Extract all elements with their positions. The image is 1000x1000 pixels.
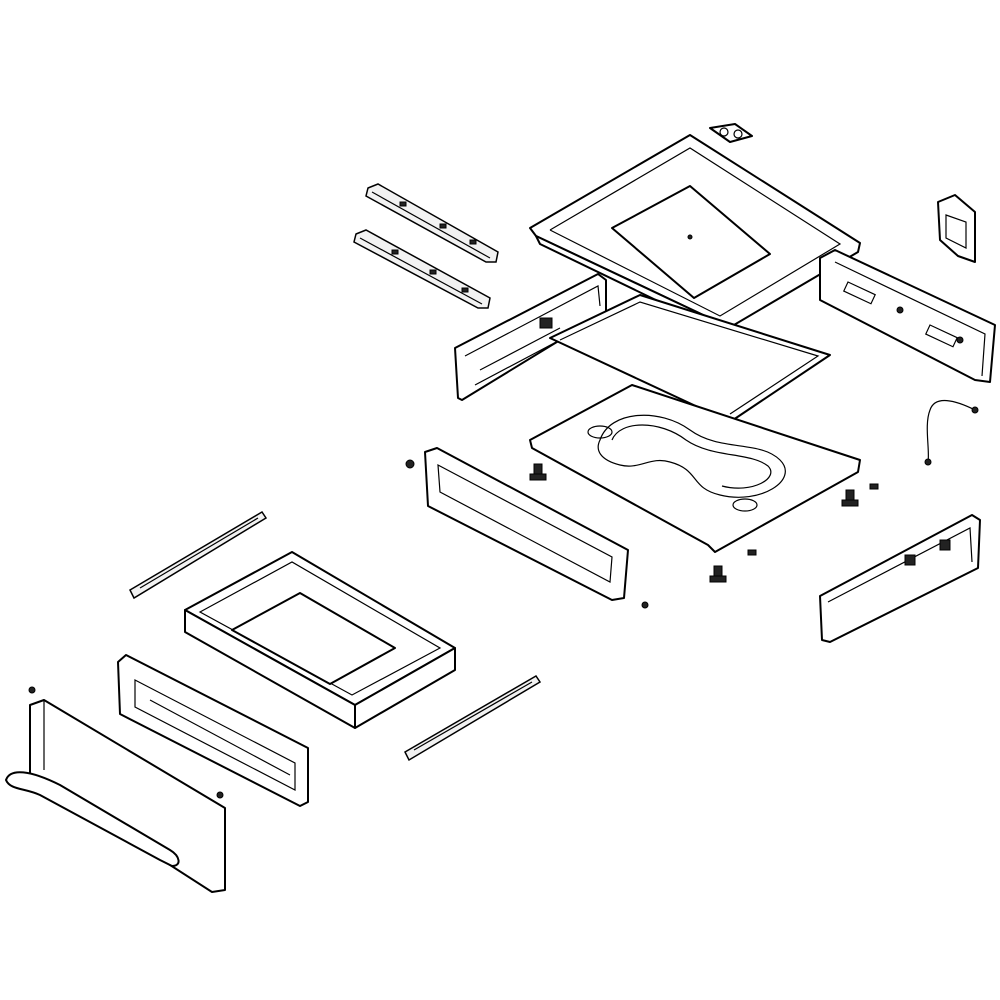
screw-icon bbox=[405, 459, 415, 469]
bottom-heater-panel-icon bbox=[529, 384, 861, 553]
screw-icon bbox=[641, 601, 649, 609]
rail-icon bbox=[365, 183, 499, 263]
handle-icon bbox=[5, 771, 180, 867]
rail-icon bbox=[404, 674, 542, 762]
clip-icon bbox=[747, 549, 757, 556]
drawer-box-icon bbox=[184, 551, 456, 729]
leveling-leg-icon bbox=[529, 463, 547, 481]
bracket-icon bbox=[937, 194, 976, 263]
rail-icon bbox=[353, 229, 491, 309]
insulation-sheet-icon bbox=[549, 294, 831, 423]
screw-icon bbox=[28, 686, 36, 694]
leveling-leg-icon bbox=[841, 489, 859, 507]
rail-icon bbox=[129, 510, 268, 600]
side-panel-icon bbox=[819, 514, 981, 643]
drawer-front-icon bbox=[117, 654, 309, 807]
screw-icon bbox=[216, 791, 224, 799]
gasket-icon bbox=[709, 123, 753, 143]
rear-panel-icon bbox=[819, 249, 996, 383]
front-frame-icon bbox=[424, 447, 629, 601]
wire-harness-icon bbox=[924, 400, 979, 466]
leveling-leg-icon bbox=[709, 565, 727, 583]
clip-icon bbox=[869, 483, 879, 490]
